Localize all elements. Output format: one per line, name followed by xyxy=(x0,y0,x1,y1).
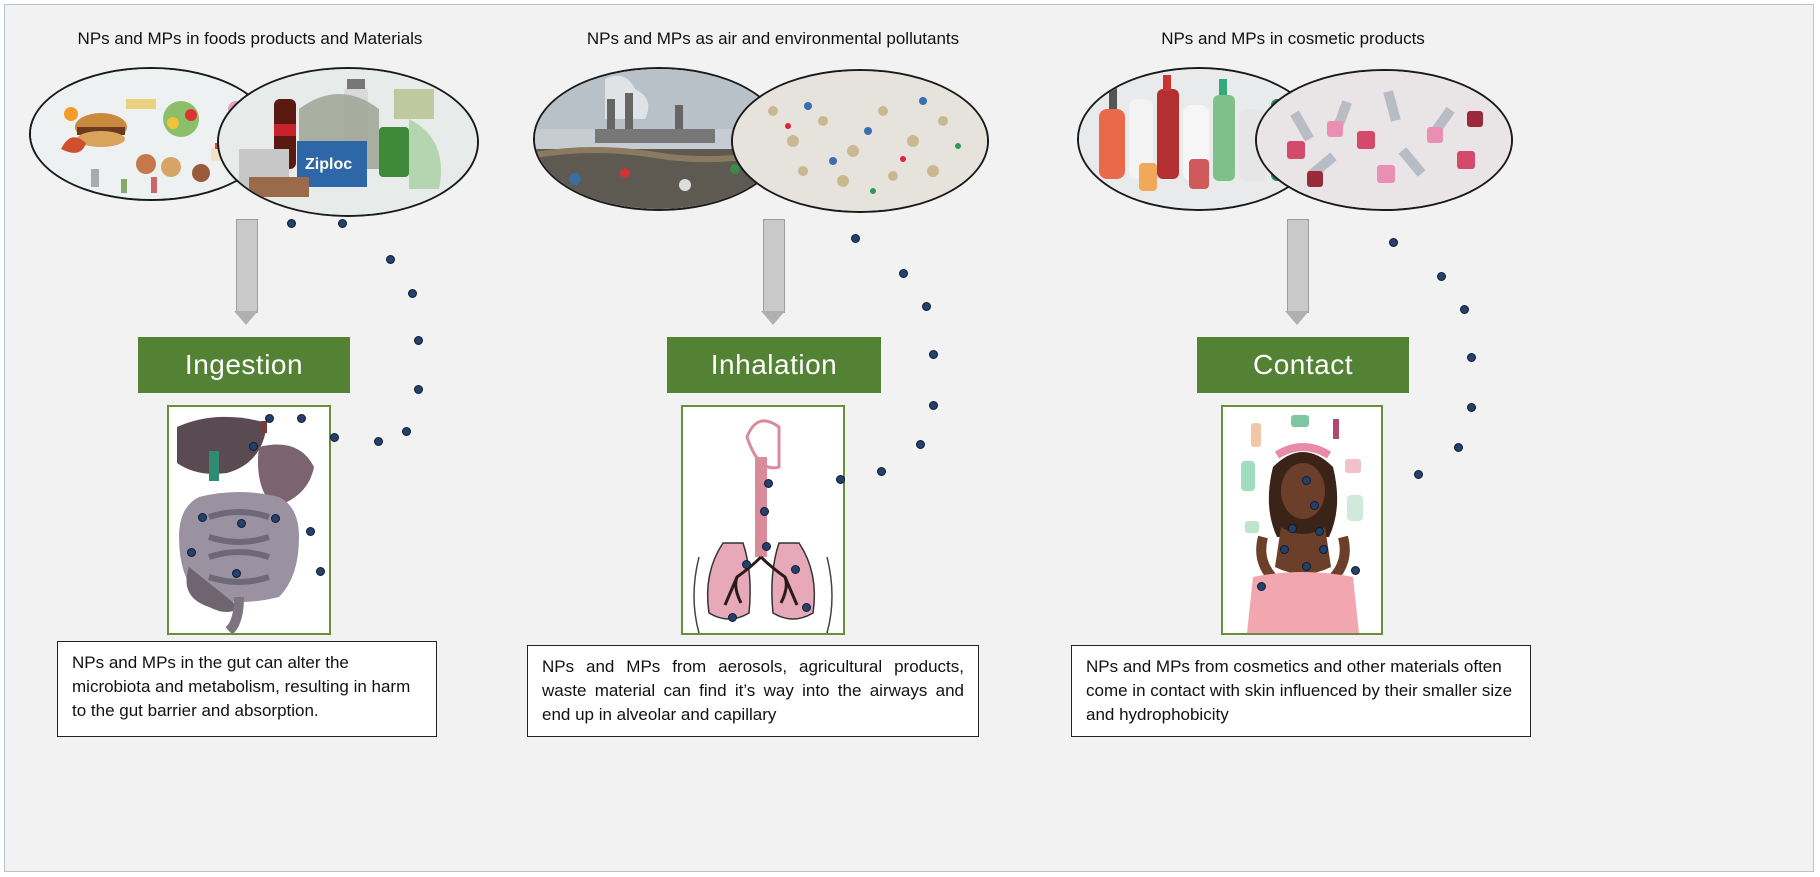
particle-dot xyxy=(330,433,339,442)
figure-panel: NPs and MPs in foods products and Materi… xyxy=(4,4,1814,872)
particle-dot xyxy=(1315,527,1324,536)
particle-dot xyxy=(1389,238,1398,247)
particle-dot xyxy=(338,219,347,228)
particle-dot xyxy=(1454,443,1463,452)
particle-dot xyxy=(402,427,411,436)
particle-dot xyxy=(1319,545,1328,554)
particle-dot xyxy=(316,567,325,576)
microplastic-particles-photo xyxy=(731,69,989,213)
particle-dot xyxy=(237,519,246,528)
inhalation-arrow-shaft xyxy=(763,219,785,313)
particle-dot xyxy=(1437,272,1446,281)
particle-dot xyxy=(742,560,751,569)
inhalation-arrow-head xyxy=(761,311,785,325)
particle-dot xyxy=(1302,562,1311,571)
particle-dot xyxy=(414,336,423,345)
particle-dot xyxy=(851,234,860,243)
particle-dot xyxy=(1460,305,1469,314)
particle-dot xyxy=(877,467,886,476)
respiratory-system-illustration xyxy=(681,405,845,635)
particle-dot xyxy=(929,350,938,359)
contact-description: NPs and MPs from cosmetics and other mat… xyxy=(1071,645,1531,737)
particle-dot xyxy=(760,507,769,516)
particle-dot xyxy=(374,437,383,446)
particle-dot xyxy=(899,269,908,278)
digestive-system-illustration xyxy=(167,405,331,635)
route-inhalation: Inhalation xyxy=(667,337,881,393)
particle-dot xyxy=(386,255,395,264)
contact-arrow-head xyxy=(1285,311,1309,325)
particle-dot xyxy=(408,289,417,298)
particle-dot xyxy=(916,440,925,449)
particle-dot xyxy=(1414,470,1423,479)
particle-dot xyxy=(1467,403,1476,412)
route-contact: Contact xyxy=(1197,337,1409,393)
particle-dot xyxy=(187,548,196,557)
particle-dot xyxy=(762,542,771,551)
particle-dot xyxy=(249,442,258,451)
particle-dot xyxy=(198,513,207,522)
particle-dot xyxy=(1310,501,1319,510)
particle-dot xyxy=(1351,566,1360,575)
particle-dot xyxy=(1288,524,1297,533)
food-source-title: NPs and MPs in foods products and Materi… xyxy=(77,29,423,48)
particle-dot xyxy=(287,219,296,228)
particle-dot xyxy=(1302,476,1311,485)
particle-dot xyxy=(929,401,938,410)
particle-dot xyxy=(1257,582,1266,591)
particle-dot xyxy=(922,302,931,311)
inhalation-description: NPs and MPs from aerosols, agricultural … xyxy=(527,645,979,737)
particle-dot xyxy=(836,475,845,484)
particle-dot xyxy=(1280,545,1289,554)
ingestion-description: NPs and MPs in the gut can alter the mic… xyxy=(57,641,437,737)
particle-dot xyxy=(265,414,274,423)
cosmetic-source-title: NPs and MPs in cosmetic products xyxy=(1161,29,1425,48)
route-ingestion: Ingestion xyxy=(138,337,350,393)
particle-dot xyxy=(297,414,306,423)
ingestion-arrow-head xyxy=(234,311,258,325)
particle-dot xyxy=(1467,353,1476,362)
plastic-packaging-photo: Ziploc xyxy=(217,67,479,217)
air-source-title: NPs and MPs as air and environmental pol… xyxy=(586,29,960,48)
nail-polish-bottles-photo xyxy=(1255,69,1513,211)
ingestion-arrow-shaft xyxy=(236,219,258,313)
contact-arrow-shaft xyxy=(1287,219,1309,313)
particle-dot xyxy=(232,569,241,578)
particle-dot xyxy=(728,613,737,622)
particle-dot xyxy=(414,385,423,394)
particle-dot xyxy=(791,565,800,574)
particle-dot xyxy=(306,527,315,536)
particle-dot xyxy=(764,479,773,488)
particle-dot xyxy=(802,603,811,612)
woman-skincare-illustration xyxy=(1221,405,1383,635)
svg-text:Ziploc: Ziploc xyxy=(305,156,352,173)
particle-dot xyxy=(271,514,280,523)
